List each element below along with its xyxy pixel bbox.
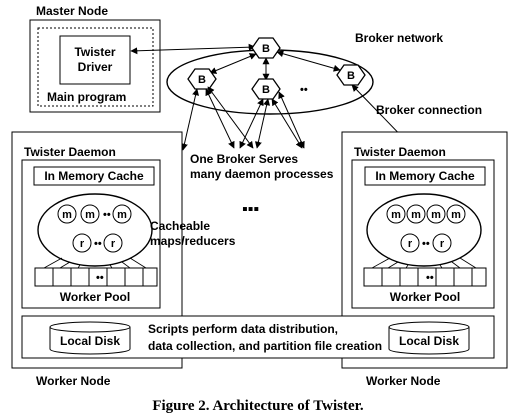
map-task-right-4: m (446, 204, 466, 224)
cacheable-label-1: Cacheable (150, 219, 210, 233)
map-task-left-3: m (112, 204, 132, 224)
in-memory-cache-right (364, 166, 486, 186)
svg-text:m: m (451, 209, 461, 221)
svg-text:m: m (411, 209, 421, 221)
broker-network-label: Broker network (355, 31, 443, 45)
svg-text:Local Disk: Local Disk (60, 334, 120, 348)
worker-pool-left-dots: •• (96, 272, 104, 284)
twister-driver-label-2: Driver (78, 60, 113, 74)
broker-node-right: B (336, 64, 366, 86)
cacheable-label-2: maps/reducers (150, 234, 236, 248)
worker-pool-right-dots: •• (426, 272, 434, 284)
twister-daemon-right-title: Twister Daemon (354, 145, 446, 159)
broker-node-center: B (251, 78, 281, 100)
twister-driver-label-1: Twister (74, 45, 115, 59)
reduce-task-left-1: r (72, 233, 92, 253)
main-program-box (37, 27, 154, 107)
broker-connection-label: Broker connection (376, 103, 482, 117)
svg-text:m: m (117, 209, 127, 221)
more-worker-nodes-dots: ▪▪▪ (242, 201, 259, 218)
svg-text:B: B (262, 43, 270, 55)
reduce-dots-right: •• (422, 238, 430, 250)
worker-pool-left-label: Worker Pool (60, 290, 130, 304)
reduce-task-right-2: r (432, 233, 452, 253)
svg-text:B: B (347, 70, 355, 82)
svg-text:r: r (408, 238, 413, 250)
worker-pool-left-cells (34, 267, 158, 287)
svg-text:In Memory Cache: In Memory Cache (44, 169, 144, 183)
svg-text:In Memory Cache: In Memory Cache (375, 169, 475, 183)
scripts-label-1: Scripts perform data distribution, (148, 322, 338, 336)
svg-text:m: m (85, 209, 95, 221)
svg-text:Local Disk: Local Disk (399, 334, 459, 348)
reduce-task-left-2: r (103, 233, 123, 253)
worker-node-left-label: Worker Node (36, 374, 111, 388)
figure-caption: Figure 2. Architecture of Twister. (152, 398, 364, 414)
map-task-right-2: m (406, 204, 426, 224)
twister-driver-box (59, 35, 131, 85)
in-memory-cache-left (33, 166, 155, 186)
map-task-left-1: m (57, 204, 77, 224)
svg-text:r: r (111, 238, 116, 250)
worker-pool-right-cells (363, 267, 487, 287)
local-disk-left: Local Disk (49, 321, 131, 355)
broker-node-top: B (251, 37, 281, 59)
svg-text:r: r (440, 238, 445, 250)
svg-text:r: r (80, 238, 85, 250)
reduce-task-right-1: r (400, 233, 420, 253)
scripts-label-2: data collection, and partition file crea… (148, 339, 382, 353)
map-task-left-2: m (80, 204, 100, 224)
svg-text:B: B (262, 84, 270, 96)
twister-daemon-left-title: Twister Daemon (24, 145, 116, 159)
reduce-dots-left: •• (94, 238, 102, 250)
local-disk-right: Local Disk (388, 321, 470, 355)
map-dots-left: •• (103, 209, 111, 221)
main-program-label: Main program (47, 90, 126, 104)
one-broker-serves-label-2: many daemon processes (190, 167, 334, 181)
map-task-right-3: m (426, 204, 446, 224)
map-task-right-1: m (386, 204, 406, 224)
svg-text:m: m (62, 209, 72, 221)
cacheable-tasks-right-ellipse (366, 193, 482, 267)
svg-text:B: B (198, 74, 206, 86)
one-broker-serves-label-1: One Broker Serves (190, 152, 298, 166)
cacheable-tasks-left-ellipse (37, 193, 153, 267)
worker-node-right-label: Worker Node (366, 374, 441, 388)
broker-node-left: B (187, 68, 217, 90)
broker-dots: •• (300, 84, 308, 96)
svg-text:m: m (391, 209, 401, 221)
svg-text:m: m (431, 209, 441, 221)
master-node-title: Master Node (36, 4, 108, 18)
worker-pool-right-label: Worker Pool (390, 290, 460, 304)
